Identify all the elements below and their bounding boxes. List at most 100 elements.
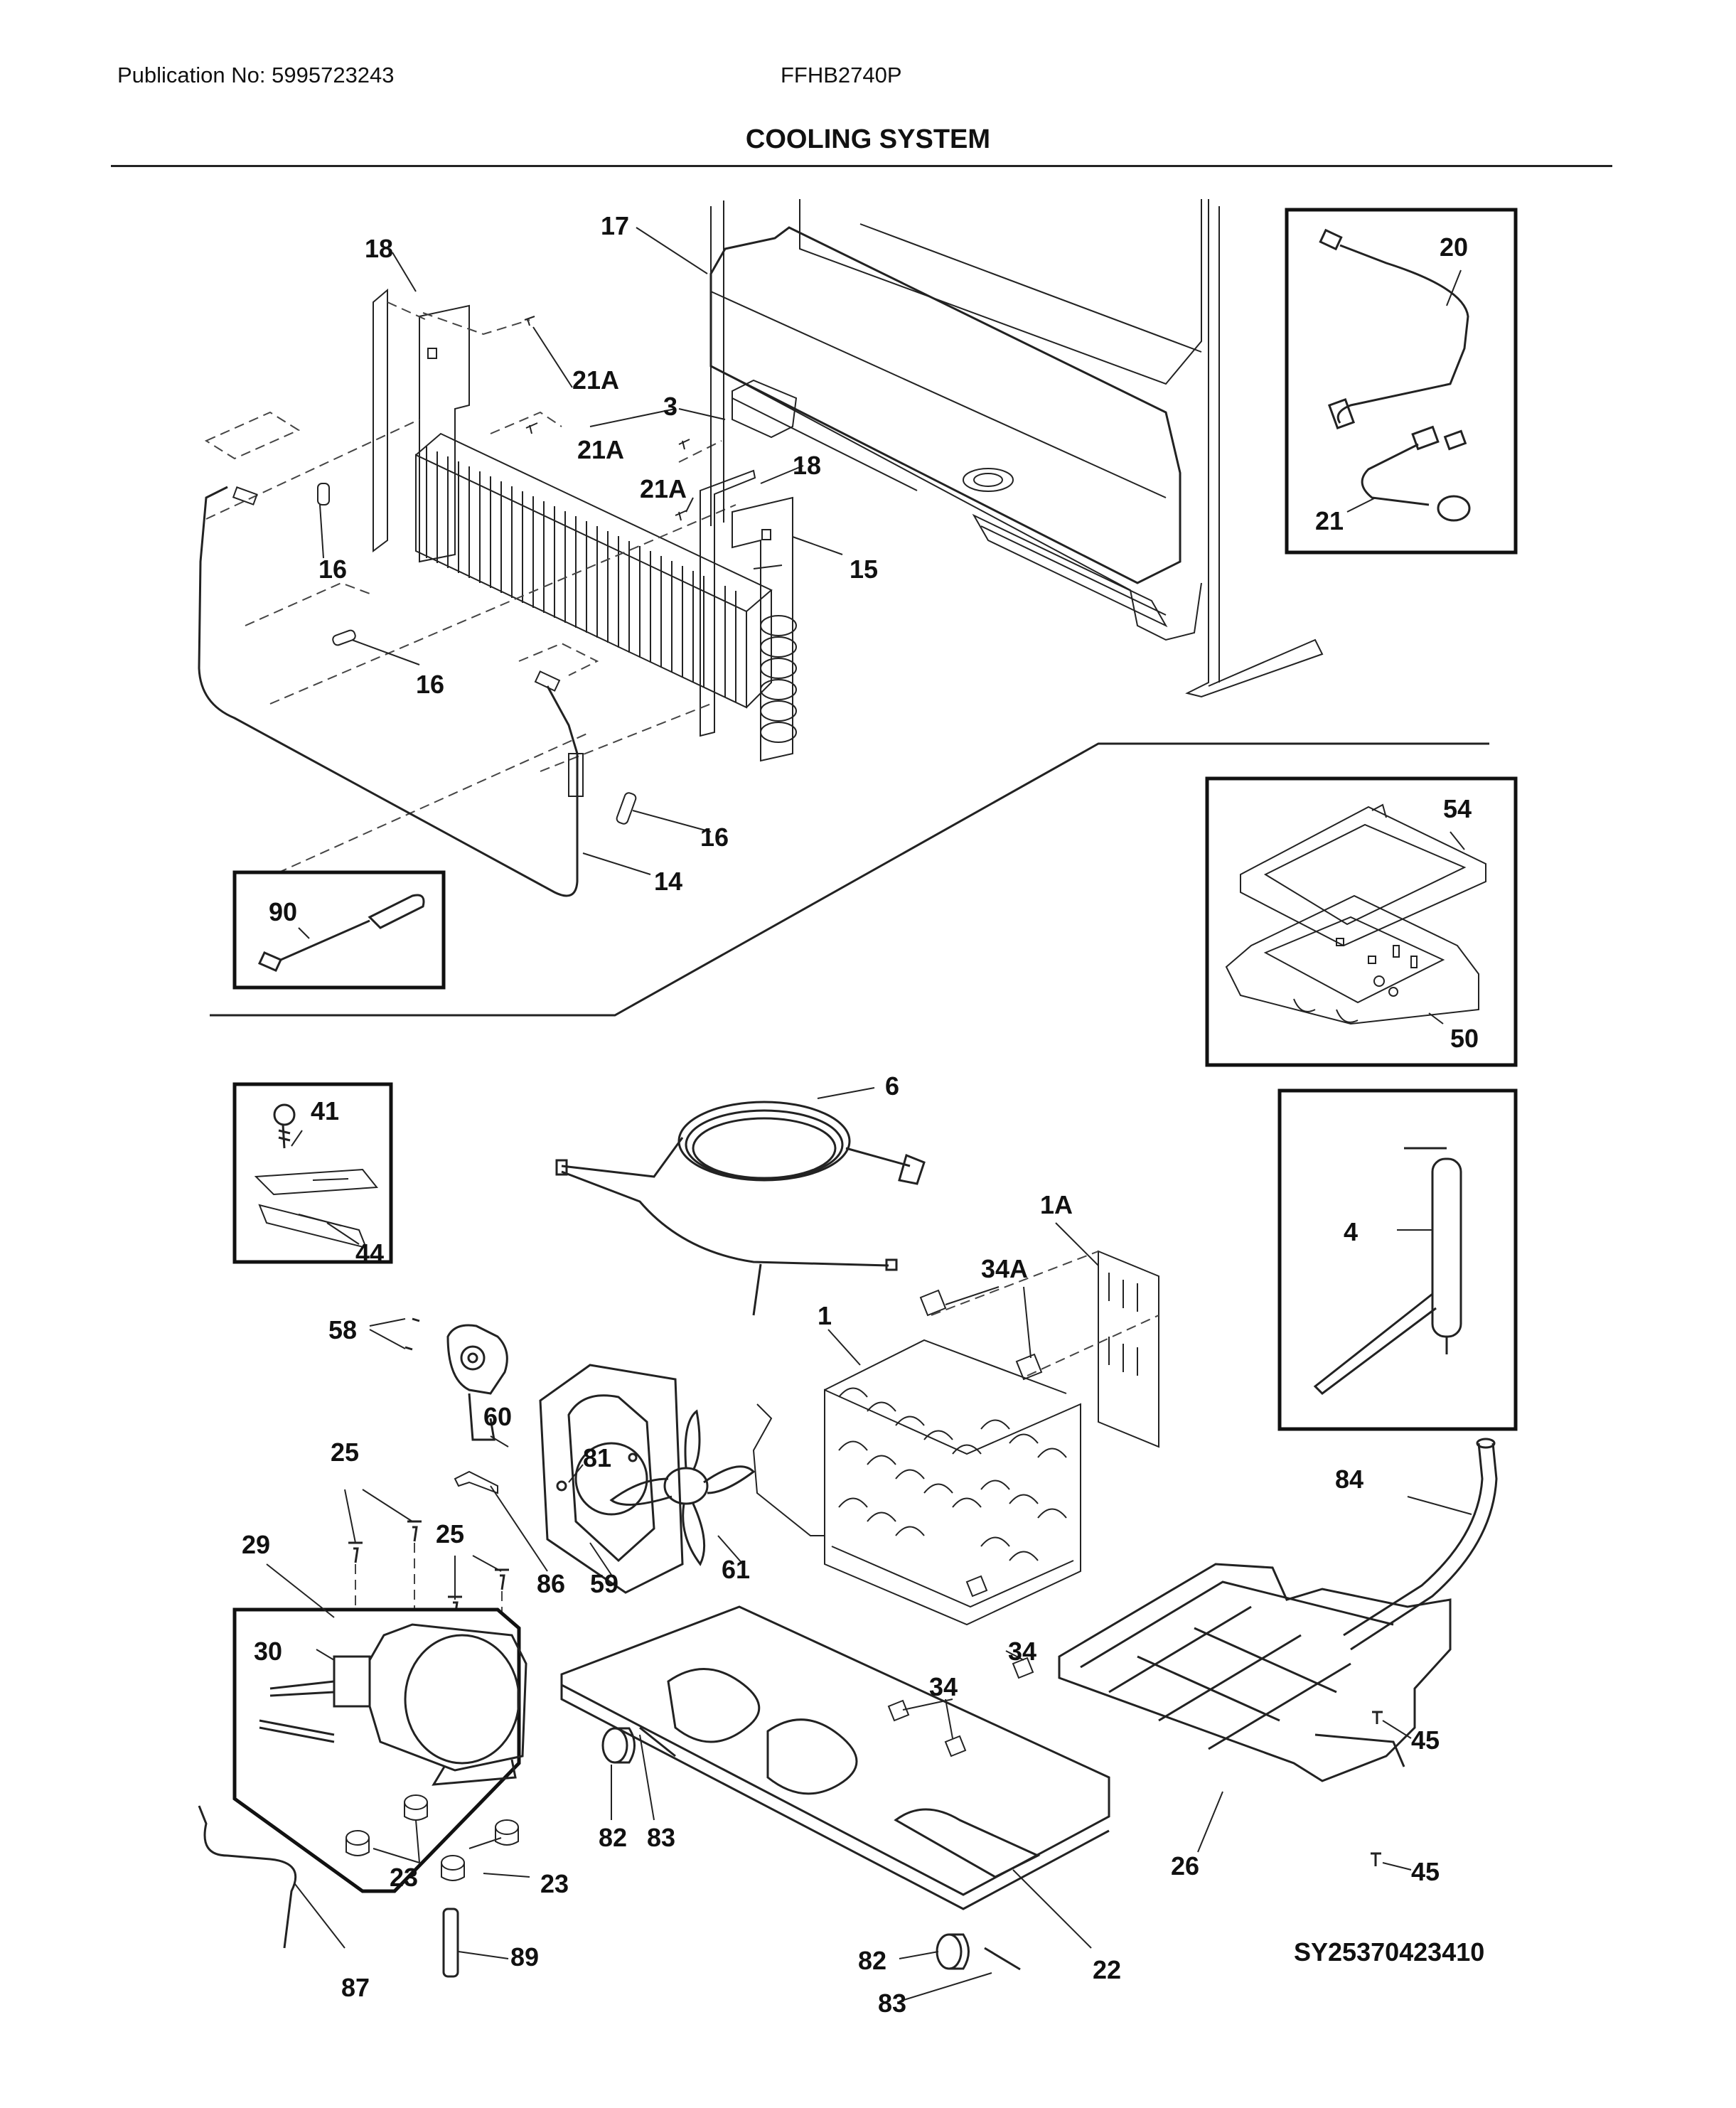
callout-21a: 21A	[640, 474, 687, 503]
header-rule	[111, 165, 1612, 167]
heater-strip-left	[373, 288, 388, 552]
evaporator-assembly	[415, 304, 797, 762]
thermistor-90	[257, 894, 425, 972]
callout-87: 87	[341, 1973, 370, 2002]
callout-81: 81	[583, 1443, 611, 1472]
sensor-connector	[232, 486, 258, 505]
callout-4: 4	[1344, 1217, 1358, 1246]
control-housing-54	[1240, 803, 1486, 947]
callout-45: 45	[1411, 1726, 1440, 1755]
callout-82: 82	[599, 1823, 627, 1852]
model-number: FFHB2740P	[781, 63, 902, 87]
grommet-82-a	[601, 1727, 636, 1764]
callout-54: 54	[1443, 794, 1472, 823]
grommets-34a	[919, 1289, 1043, 1381]
callout-14: 14	[654, 867, 682, 896]
fan-motor-60	[404, 1317, 508, 1441]
bracket-86	[454, 1470, 498, 1494]
callout-34: 34	[1008, 1637, 1036, 1666]
section-divider	[210, 742, 1489, 1017]
callout-21a: 21A	[572, 365, 619, 395]
wire-harness-21	[1361, 425, 1471, 522]
filter-drier-4	[1313, 1147, 1462, 1395]
callout-83: 83	[647, 1823, 675, 1852]
drain-pan-26	[1058, 1563, 1452, 1782]
defrost-sensor-wire	[198, 486, 579, 897]
callout-16: 16	[700, 823, 729, 852]
diagram-code: SY25370423410	[1294, 1937, 1485, 1967]
callout-22: 22	[1093, 1955, 1121, 1984]
clips-16	[317, 483, 637, 825]
box-drier	[1277, 1088, 1518, 1431]
drain-hose-84	[1343, 1438, 1498, 1651]
sensor-bulb	[568, 753, 584, 797]
callout-82: 82	[858, 1946, 886, 1975]
callout-86: 86	[537, 1569, 565, 1598]
callout-26: 26	[1171, 1851, 1199, 1880]
callout-84: 84	[1335, 1465, 1363, 1494]
callout-90: 90	[269, 897, 297, 926]
leader-lines	[266, 227, 1472, 2002]
callout-18: 18	[793, 451, 821, 480]
heater-strip-right	[700, 469, 756, 737]
callout-45: 45	[1411, 1857, 1440, 1886]
callout-20: 20	[1440, 232, 1468, 262]
callout-30: 30	[254, 1637, 282, 1666]
grommets-34	[887, 1575, 1034, 1757]
callout-25: 25	[331, 1438, 359, 1467]
screw-83-b	[984, 1947, 1021, 1971]
callout-60: 60	[483, 1402, 512, 1431]
evaporator-cover	[709, 199, 1324, 698]
callout-17: 17	[601, 211, 629, 240]
callout-21: 21	[1315, 506, 1344, 535]
power-cord-6	[555, 1101, 926, 1316]
callout-34: 34	[929, 1672, 958, 1701]
compressor-29	[259, 1623, 527, 1786]
callout-25: 25	[436, 1519, 464, 1548]
callout-16: 16	[318, 555, 347, 584]
callout-23: 23	[540, 1869, 569, 1898]
bracket-44	[254, 1168, 378, 1249]
callout-59: 59	[590, 1569, 618, 1598]
screws-25	[348, 1520, 509, 1617]
screws-21a	[524, 316, 690, 521]
screws-45	[1371, 1711, 1383, 1866]
callout-83: 83	[878, 1989, 906, 2018]
fan-blade-61	[609, 1409, 756, 1566]
callout-41: 41	[311, 1096, 339, 1125]
box-compressor	[232, 1607, 521, 1893]
callout-21a: 21A	[577, 435, 624, 464]
publication-number: Publication No: 5995723243	[117, 63, 395, 87]
tube-89	[442, 1908, 459, 1978]
baffle-1a	[1098, 1250, 1159, 1448]
callout-89: 89	[510, 1942, 539, 1971]
callout-1: 1	[818, 1301, 832, 1330]
callout-34a: 34A	[981, 1254, 1028, 1283]
callout-58: 58	[328, 1315, 357, 1344]
section-title: COOLING SYSTEM	[745, 124, 991, 154]
grommet-82-b	[936, 1933, 970, 1970]
callout-44: 44	[355, 1238, 384, 1268]
screw-83-a	[639, 1726, 676, 1757]
box-thermistor-90	[232, 870, 446, 990]
callout-23: 23	[390, 1863, 418, 1892]
callout-18: 18	[365, 234, 393, 263]
drain-clip	[732, 379, 798, 439]
base-plate-22	[560, 1605, 1110, 1910]
callout-3: 3	[663, 392, 677, 421]
callout-16: 16	[416, 670, 444, 699]
condenser-coil-1	[752, 1339, 1081, 1626]
callout-6: 6	[885, 1071, 899, 1101]
callout-15: 15	[850, 555, 878, 584]
callout-labels: 17 18 20 21A 3 21A 18 21A 21 16 15 16 54…	[242, 211, 1479, 2018]
callout-29: 29	[242, 1530, 270, 1559]
control-board-50	[1225, 894, 1479, 1025]
fan-shroud-59	[539, 1364, 684, 1594]
tube-87	[198, 1805, 297, 1949]
wire-harness-20	[1319, 228, 1469, 430]
callout-1a: 1A	[1040, 1190, 1073, 1219]
screw-41	[273, 1103, 296, 1149]
callout-50: 50	[1450, 1024, 1479, 1053]
box-wire-harness	[1285, 208, 1518, 555]
